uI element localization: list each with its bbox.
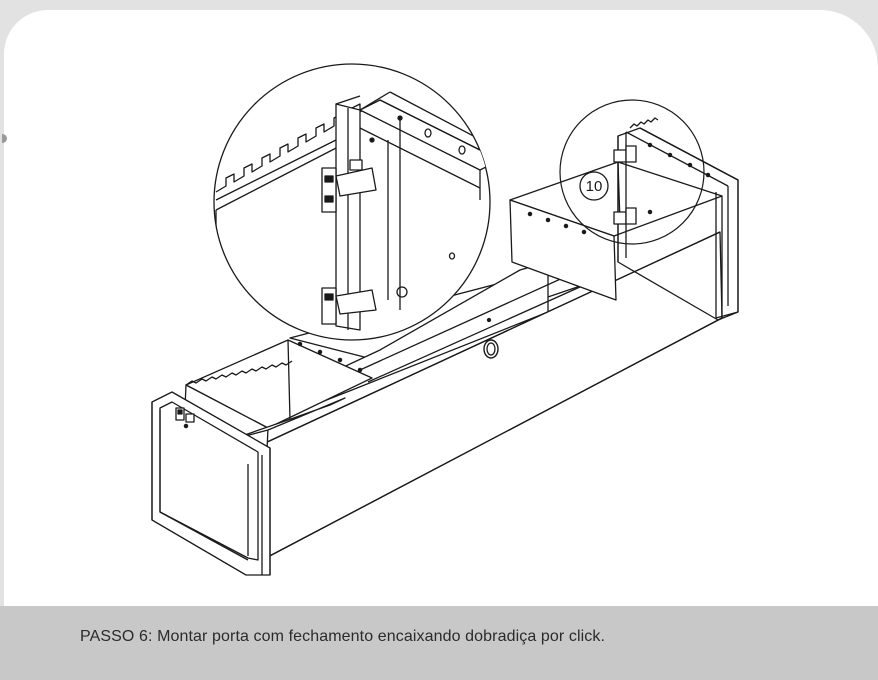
- right-module: [509, 117, 739, 321]
- left-module: [151, 339, 373, 576]
- card-edge-marker: [2, 134, 7, 143]
- detail-circle-large: [213, 63, 491, 341]
- step-caption: PASSO 6: Montar porta com fechamento enc…: [80, 628, 605, 645]
- callout-number: 10: [586, 178, 603, 195]
- caption-bar: [0, 606, 878, 680]
- assembly-diagram: 10: [151, 63, 739, 576]
- detail-circle-small: 10: [559, 99, 705, 245]
- callout-badge: [579, 171, 609, 201]
